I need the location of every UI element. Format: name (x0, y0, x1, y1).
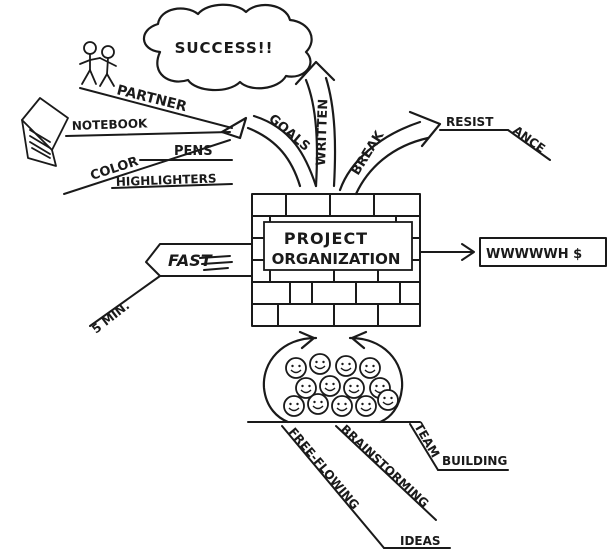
center-label-box (263, 221, 413, 271)
smiley-face-icon (355, 395, 377, 417)
success-cloud: SUCCESS!! (142, 3, 313, 92)
partner-figures-icon (79, 41, 117, 87)
left-branch-lines (63, 87, 233, 195)
smiley-face-icon (343, 377, 365, 399)
ance-label: ANCE (510, 123, 548, 156)
smiley-face-icon (319, 375, 341, 397)
smiley-face-icon (331, 395, 353, 417)
smiley-face-icon (307, 393, 329, 415)
www-arrow (419, 237, 607, 267)
break-label: BREAK (349, 128, 388, 178)
goals-label: GOALS (265, 112, 312, 155)
resist-label: RESIST (446, 115, 494, 129)
fast-arrow (89, 243, 253, 327)
smiley-face-icon (377, 389, 399, 411)
cloud-label: SUCCESS!! (175, 39, 274, 57)
pens-label: PENS (174, 144, 213, 159)
break-arrow (338, 110, 442, 196)
smiley-face-icon (335, 355, 357, 377)
bottom-branch-lines (247, 421, 509, 549)
smiley-face-icon (285, 357, 307, 379)
smiley-faces (283, 353, 399, 417)
partner-label: PARTNER (115, 82, 189, 115)
team-group (262, 330, 404, 424)
smiley-face-icon (309, 353, 331, 375)
goals-arrow (246, 114, 318, 188)
smiley-face-icon (295, 377, 317, 399)
building-label: BUILDING (442, 454, 507, 468)
highlighters-label: HIGHLIGHTERS (116, 171, 217, 189)
www-label: WWWWWH $ (486, 247, 582, 262)
fast-label: FAST (168, 251, 213, 270)
five-min-label: 5 MIN. (89, 299, 132, 337)
smiley-face-icon (359, 357, 381, 379)
written-label: WRITTEN (314, 99, 331, 166)
laptop-icon (21, 97, 69, 167)
smiley-face-icon (283, 395, 305, 417)
center-line1: PROJECT (284, 229, 368, 248)
goals-arrowhead-icon (220, 116, 248, 140)
resist-branch (439, 129, 551, 161)
written-arrow (294, 60, 337, 188)
notebook-label: NOTEBOOK (72, 116, 149, 133)
center-line2: ORGANIZATION (272, 250, 401, 268)
team-label: TEAM (411, 421, 442, 461)
ideas-label: IDEAS (400, 534, 441, 548)
